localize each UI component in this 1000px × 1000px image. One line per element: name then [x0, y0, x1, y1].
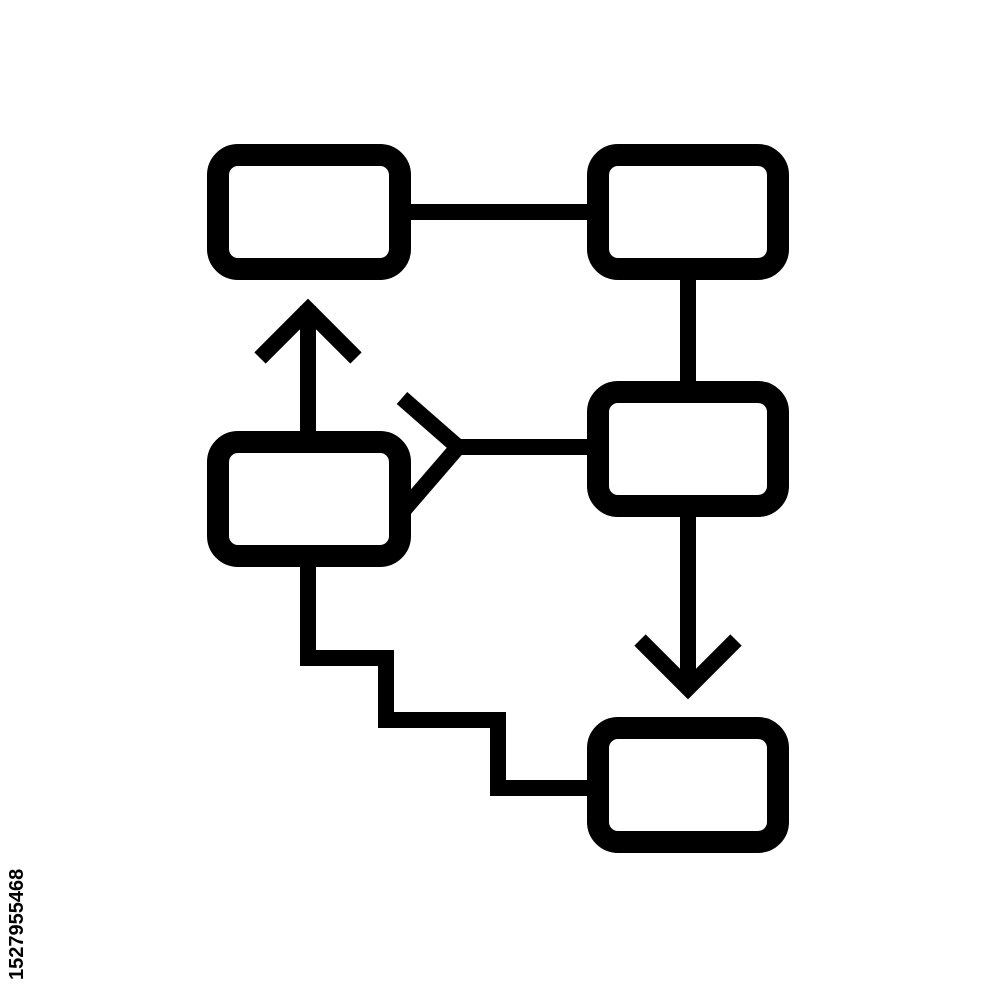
watermark-id-text: 1527955468 [6, 868, 28, 980]
edge-fork-upper-branch [396, 391, 600, 455]
edge-staircase [300, 560, 600, 796]
node-bottom-right [587, 717, 789, 853]
node-top-right [587, 144, 789, 280]
arrowhead-up [254, 298, 362, 364]
node-top-left [207, 144, 411, 280]
edge-fork-lower-branch [395, 441, 465, 518]
arrowhead-down [634, 634, 742, 700]
node-middle-right [587, 381, 789, 517]
node-middle-left [207, 431, 411, 567]
